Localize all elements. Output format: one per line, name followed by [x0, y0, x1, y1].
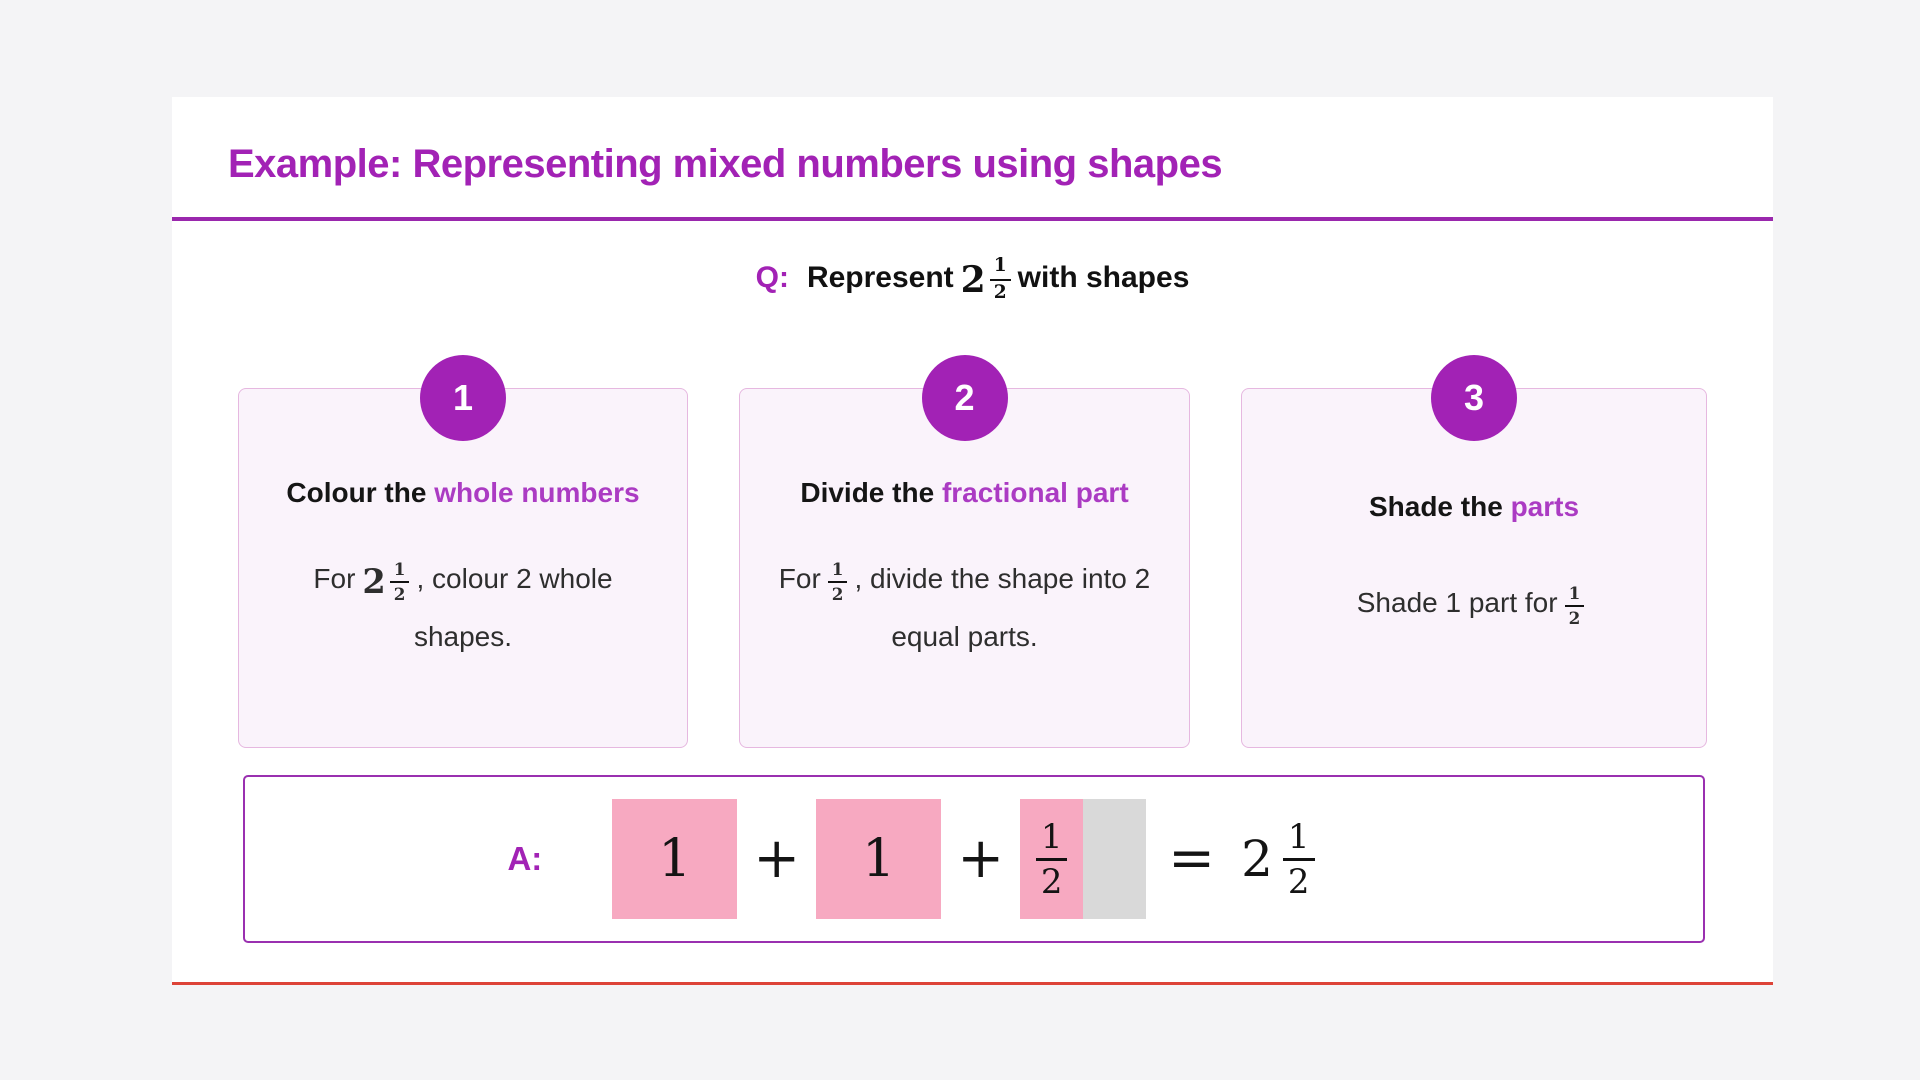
- answer-box: A: 1 + 1 + 1 2 = 2 1 2: [243, 775, 1705, 944]
- question-mixed-number: 2 1 2: [961, 256, 1011, 302]
- unshaded-half: [1083, 799, 1147, 920]
- answer-label: A:: [507, 840, 543, 878]
- step-3-number-badge: 3: [1431, 355, 1517, 442]
- step-2-heading-accent: fractional part: [941, 477, 1129, 509]
- step-1-heading: Colour the whole numbers: [286, 477, 640, 509]
- whole-square-2: 1: [816, 799, 942, 920]
- step-1-heading-accent: whole numbers: [434, 477, 640, 509]
- plus-operator-1: +: [753, 826, 801, 892]
- question-suffix: with shapes: [1017, 261, 1190, 295]
- answer-equation: 1 + 1 + 1 2 = 2 1 2: [612, 799, 1315, 920]
- divided-shape: 1 2: [1020, 799, 1147, 920]
- question-prefix: Represent: [806, 261, 954, 295]
- content-panel: Example: Representing mixed numbers usin…: [172, 97, 1773, 985]
- header: Example: Representing mixed numbers usin…: [172, 97, 1773, 187]
- half-fraction: 1 2: [1035, 820, 1068, 899]
- step-2-number-badge: 2: [921, 355, 1008, 442]
- equals-operator: =: [1168, 826, 1216, 892]
- question-line: Q: Represent 2 1 2 with shapes: [172, 255, 1773, 302]
- step-1-number-badge: 1: [420, 355, 506, 442]
- step-3-heading-accent: parts: [1510, 491, 1580, 523]
- step-3-heading: Shade the parts: [1368, 491, 1580, 523]
- title-divider: [172, 217, 1773, 221]
- result-mixed-number: 2 1 2: [1241, 820, 1315, 899]
- whole-square-1: 1: [612, 799, 738, 920]
- page-title: Example: Representing mixed numbers usin…: [228, 142, 1223, 186]
- question-label: Q:: [755, 261, 789, 295]
- shaded-half: 1 2: [1020, 799, 1084, 920]
- plus-operator-2: +: [957, 826, 1005, 892]
- step-2-heading: Divide the fractional part: [800, 477, 1129, 509]
